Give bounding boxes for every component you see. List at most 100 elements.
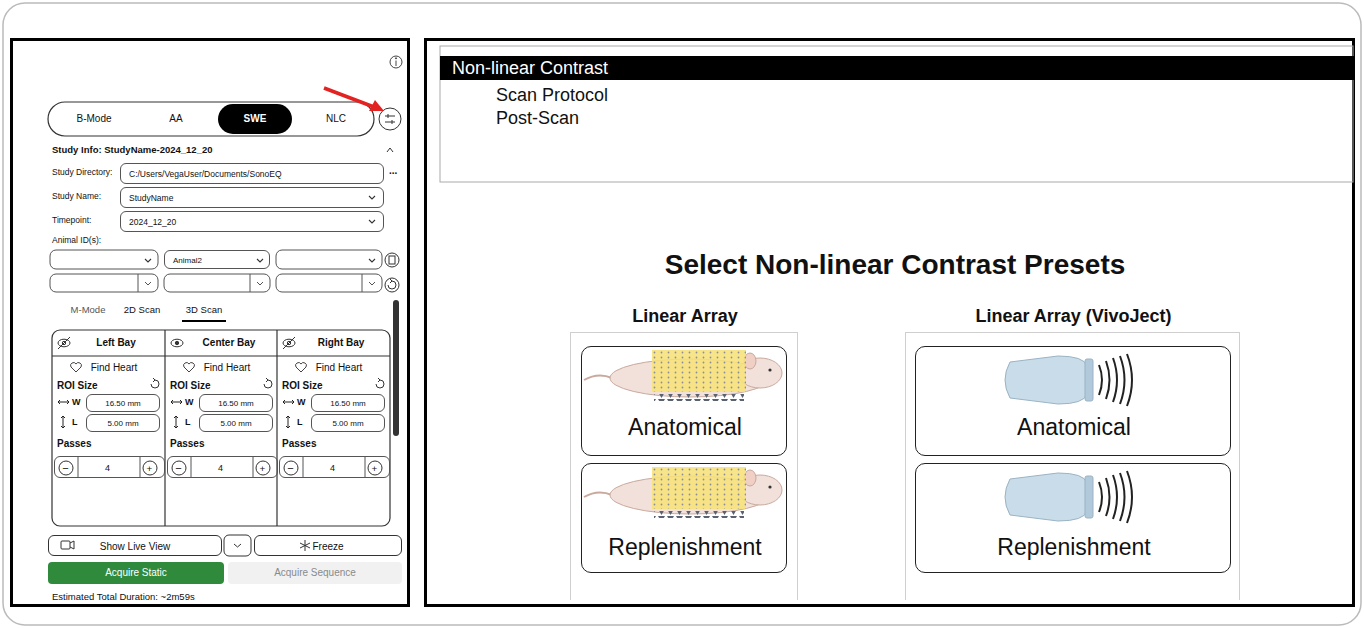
dropdown-chevron — [257, 259, 263, 262]
eye-icon — [283, 337, 295, 349]
eye-icon — [175, 341, 178, 344]
stepper-divider — [140, 456, 141, 478]
passes-stepper-text-1: 4 — [218, 463, 223, 473]
dimension-arrow — [67, 400, 69, 404]
bay-column-text-1: Find Heart — [316, 362, 363, 374]
mode-tab-active-text: SWE — [244, 113, 267, 125]
menu-item: Scan Protocol — [496, 85, 608, 106]
preset-button: Anatomical — [581, 346, 787, 456]
settings-button — [379, 108, 401, 130]
animal-select-text: Animal2 — [173, 256, 202, 265]
acquire-sequence-button-text: Acquire Sequence — [274, 567, 356, 579]
settings-button — [388, 114, 389, 118]
stepper-divider — [78, 456, 365, 478]
study-name-select: StudyName — [120, 187, 384, 208]
probe-illustration — [1127, 354, 1132, 406]
dimension-arrow — [58, 402, 69, 403]
passes-stepper: −4+ — [54, 456, 165, 478]
acquire-static-button: Acquire Static — [48, 562, 224, 584]
bay-column-text-5: Passes — [170, 438, 204, 450]
mouse-illustration — [652, 350, 746, 392]
info-icon — [396, 61, 397, 67]
reset-icon — [378, 378, 380, 382]
menu-item-selected: Non-linear Contrast — [440, 56, 1354, 80]
bay-column: Center BayFind HeartROI SizeWLPasses16.5… — [165, 330, 277, 526]
dimension-arrow — [283, 402, 294, 403]
passes-stepper-text: − — [283, 461, 298, 476]
tab-underline — [182, 320, 226, 322]
bay-column-text-4: L — [297, 417, 303, 427]
right-panel — [426, 40, 1354, 606]
preset-button: Replenishment — [915, 463, 1231, 573]
probe-illustration — [1099, 354, 1132, 406]
field-label: Study Directory: — [52, 168, 112, 178]
scan-tab: M-Mode — [71, 305, 106, 316]
live-view-button-text: Show Live View — [100, 541, 170, 553]
bay-column-text: Right Bay — [318, 337, 365, 349]
empty-select — [164, 274, 270, 292]
dimension-arrow — [286, 426, 290, 428]
mode-tab-text: AA — [169, 113, 182, 125]
scrollbar — [393, 300, 399, 436]
freeze-button-text: Freeze — [312, 541, 343, 553]
roi-length-input-text: 5.00 mm — [107, 419, 138, 428]
timepoint-select: 2024_12_20 — [120, 211, 384, 232]
live-view-dropdown — [224, 535, 251, 556]
dimension-arrow — [58, 400, 60, 404]
bay-column-text: Left Bay — [96, 337, 135, 349]
dimension-arrow — [63, 416, 64, 428]
dimension-arrow — [61, 426, 65, 428]
animal-action-icon — [390, 279, 392, 283]
passes-stepper: −4+ — [279, 456, 390, 478]
mode-tab: B-Mode — [60, 104, 128, 134]
animal-action-icon — [388, 281, 396, 289]
bay-card — [52, 330, 390, 526]
dimension-arrow — [171, 400, 173, 404]
passes-stepper: −4+ — [167, 456, 278, 478]
dropdown-chevron — [145, 259, 151, 262]
bay-card — [276, 330, 277, 526]
mouse-illustration — [584, 467, 782, 518]
heart-icon — [296, 363, 307, 372]
animal-action-icon — [385, 253, 399, 292]
passes-stepper-text-2: + — [142, 461, 157, 476]
dimension-arrow — [61, 416, 65, 418]
roi-width-input-text: 16.50 mm — [330, 399, 366, 408]
dimension-arrow — [176, 416, 177, 428]
red-callout-arrow — [324, 88, 384, 111]
probe-illustration — [1106, 361, 1110, 399]
stepper-divider — [191, 456, 192, 478]
dimension-arrow — [174, 416, 178, 418]
camera-icon — [61, 541, 74, 549]
eye-icon — [58, 337, 295, 349]
settings-button — [385, 116, 395, 117]
field-label: Timepoint: — [52, 216, 91, 226]
live-view-button: Show Live View — [48, 535, 222, 556]
settings-button — [385, 122, 395, 123]
bay-column-text-5: Passes — [282, 438, 316, 450]
empty-select — [257, 282, 263, 285]
snowflake-icon — [300, 543, 310, 548]
preset-button-text: Replenishment — [997, 534, 1150, 560]
bay-column-text-2: ROI Size — [170, 380, 211, 392]
section-heading: Study Info: StudyName-2024_12_20 — [52, 145, 213, 156]
roi-length-input-text: 5.00 mm — [220, 419, 251, 428]
empty-select — [369, 282, 375, 285]
collapse-caret — [387, 148, 393, 152]
dropdown-chevron — [369, 259, 375, 262]
probe-illustration — [1005, 356, 1087, 404]
red-callout-arrow — [324, 88, 374, 107]
preset-button-text: Replenishment — [608, 534, 761, 560]
menu-item: Post-Scan — [496, 108, 579, 129]
dropdown-chevron — [369, 196, 375, 199]
roi-length-input: 5.00 mm — [199, 414, 273, 432]
preset-button: Replenishment — [581, 463, 787, 573]
probe-illustration — [1113, 358, 1117, 402]
roi-length-input: 5.00 mm — [86, 414, 160, 432]
freeze-button: Freeze — [254, 535, 402, 556]
probe-illustration — [1120, 356, 1125, 404]
bay-column-text-2: ROI Size — [282, 380, 323, 392]
dropdown-chevron — [145, 196, 375, 262]
mode-tab-text: B-Mode — [76, 113, 111, 125]
probe-illustration — [1005, 354, 1132, 406]
